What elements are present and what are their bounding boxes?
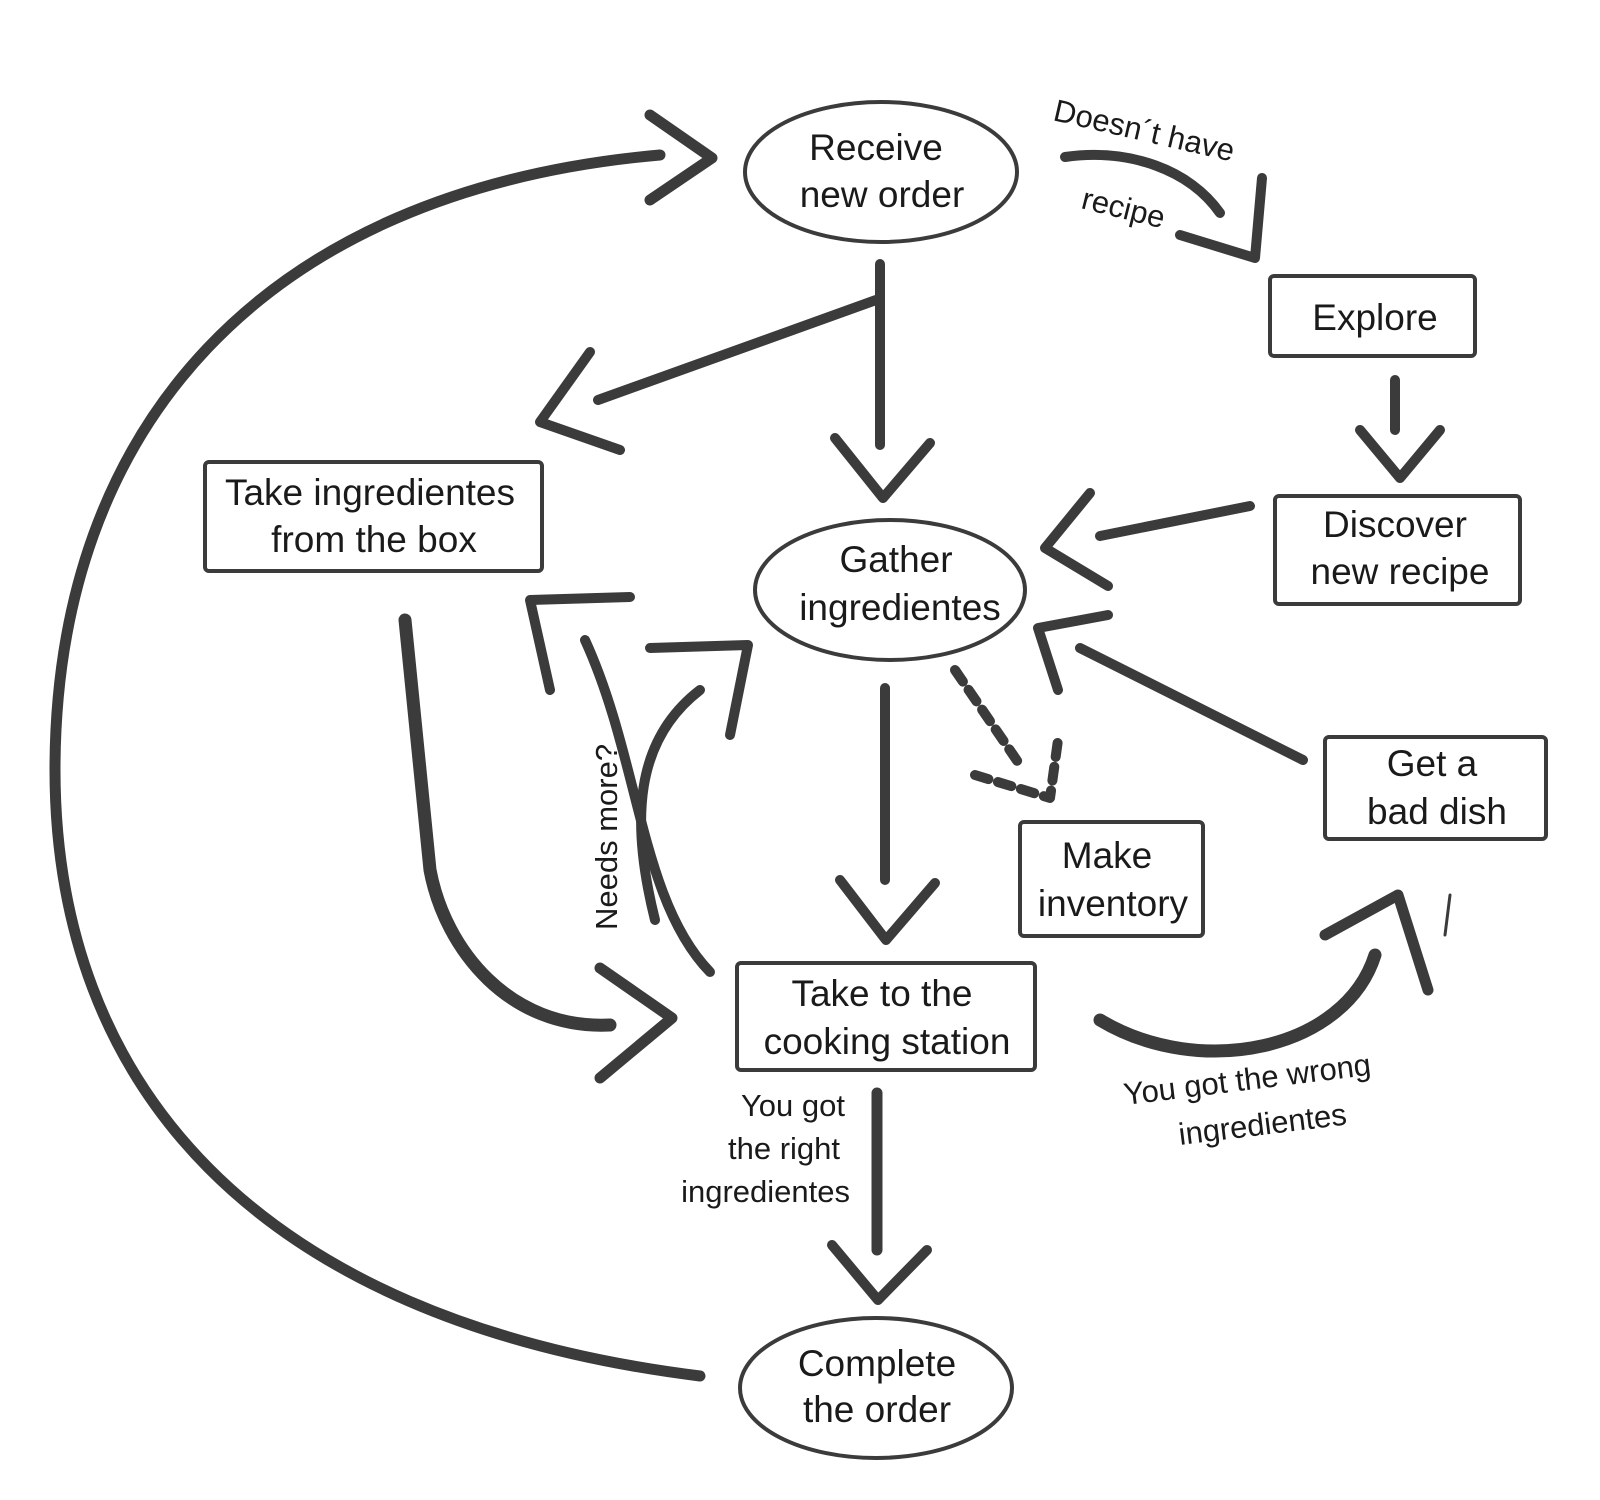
node-receive-order: Receive new order bbox=[743, 100, 1019, 244]
cooking-station-line1: Take to the bbox=[791, 973, 972, 1014]
arrow-head-discover bbox=[1355, 425, 1445, 483]
connectors bbox=[49, 109, 1452, 1382]
label-right-line2: the right bbox=[728, 1131, 840, 1166]
complete-order-line2: the order bbox=[803, 1389, 951, 1430]
cooking-station-line2: cooking station bbox=[764, 1021, 1011, 1062]
make-inventory-line1: Make bbox=[1062, 835, 1152, 876]
take-ingredientes-line2: from the box bbox=[271, 519, 477, 560]
complete-order-line1: Complete bbox=[798, 1343, 956, 1384]
make-inventory-line2: inventory bbox=[1038, 883, 1189, 924]
arrow-head-inventory bbox=[970, 735, 1063, 803]
arrow-gather-to-inventory bbox=[950, 665, 1025, 770]
discover-recipe-line1: Discover bbox=[1323, 504, 1467, 545]
arrow-discover-to-gather bbox=[1095, 501, 1255, 541]
arrow-head-take bbox=[535, 347, 625, 455]
arrow-complete-to-receive bbox=[49, 149, 706, 1382]
arrow-head-receive bbox=[644, 109, 718, 206]
arrow-head-complete bbox=[827, 1240, 932, 1305]
explore-label: Explore bbox=[1312, 297, 1437, 338]
discover-recipe-line2: new recipe bbox=[1311, 551, 1490, 592]
arrow-head-gather-left bbox=[645, 640, 753, 740]
arrow-cooking-to-gather bbox=[636, 685, 705, 925]
arrow-head-gather-lower-right bbox=[1033, 610, 1113, 695]
take-ingredientes-line1: Take ingredientes bbox=[225, 472, 515, 513]
arrow-head-explore bbox=[1175, 173, 1267, 263]
gather-line2: ingredientes bbox=[799, 587, 1001, 628]
bad-dish-line2: bad dish bbox=[1367, 791, 1507, 832]
node-take-ingredientes: Take ingredientes from the box bbox=[203, 460, 544, 573]
receive-order-line2: new order bbox=[800, 174, 965, 215]
arrow-head-cooking-left bbox=[594, 962, 678, 1084]
arrow-head-cooking-top bbox=[835, 875, 940, 945]
arrow-receive-to-explore bbox=[1060, 150, 1225, 218]
node-discover-recipe: Discover new recipe bbox=[1273, 494, 1522, 606]
bad-dish-line1: Get a bbox=[1387, 743, 1478, 784]
label-right-line3: ingredientes bbox=[681, 1174, 850, 1209]
arrow-receive-to-take bbox=[593, 295, 881, 405]
node-cooking-station: Take to the cooking station bbox=[735, 961, 1037, 1072]
node-bad-dish: Get a bad dish bbox=[1323, 735, 1548, 841]
node-gather-ingredientes: Gather ingredientes bbox=[753, 518, 1027, 662]
label-no-recipe-line2: recipe bbox=[1078, 181, 1168, 235]
arrow-head-bad-dish bbox=[1319, 889, 1434, 996]
arrow-head-gather-right bbox=[1040, 488, 1113, 591]
arrow-cooking-to-bad-dish bbox=[1093, 948, 1382, 1058]
stray-stroke bbox=[1443, 893, 1452, 937]
node-make-inventory: Make inventory bbox=[1018, 820, 1205, 938]
arrow-bad-dish-to-gather bbox=[1075, 643, 1308, 765]
node-complete-order: Complete the order bbox=[738, 1316, 1014, 1460]
gather-line1: Gather bbox=[839, 539, 952, 580]
label-right-line1: You got bbox=[741, 1088, 845, 1123]
arrow-take-to-cooking bbox=[398, 613, 617, 1032]
receive-order-line1: Receive bbox=[809, 127, 943, 168]
label-wrong-line2: ingredientes bbox=[1177, 1097, 1349, 1152]
arrow-head-take-bottom bbox=[525, 592, 635, 695]
node-explore: Explore bbox=[1268, 274, 1477, 358]
label-needs-more: Needs more? bbox=[589, 744, 624, 930]
arrow-head-gather-top bbox=[830, 433, 935, 503]
